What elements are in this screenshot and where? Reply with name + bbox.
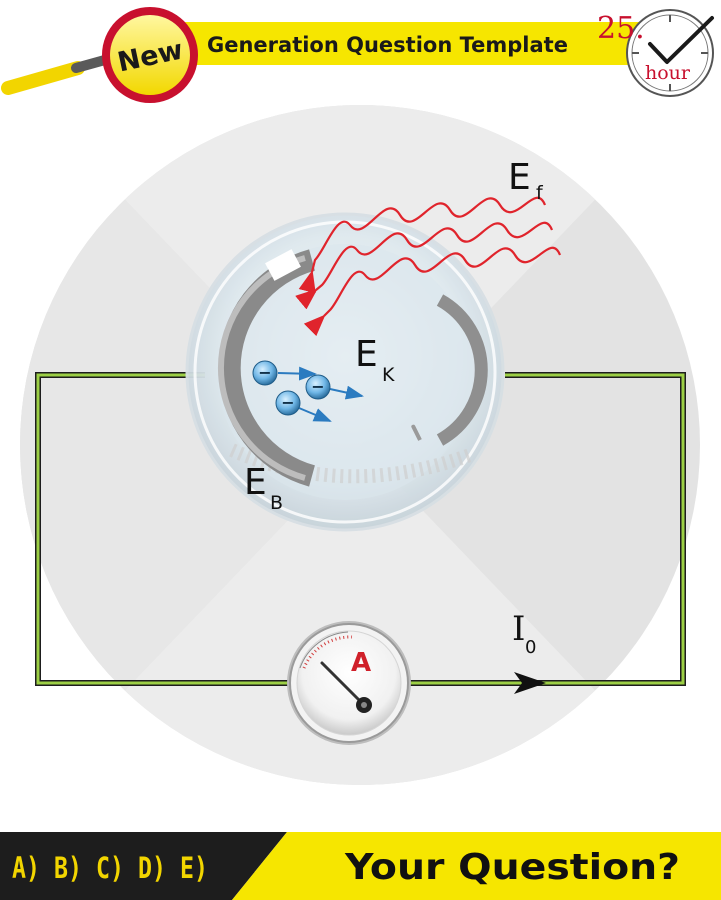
electron: − xyxy=(252,360,317,386)
svg-text:I: I xyxy=(512,609,525,649)
footer: A) B) C) D) E) Your Question? xyxy=(0,832,721,900)
svg-text:E: E xyxy=(355,334,378,375)
photon-wave xyxy=(295,221,554,310)
checkmark-icon xyxy=(648,16,714,64)
incoming-photons xyxy=(295,196,562,337)
ammeter: A xyxy=(287,621,411,745)
photon-wave xyxy=(298,196,547,294)
svg-text:E: E xyxy=(244,462,267,503)
electron: − xyxy=(275,390,332,422)
anode-plate xyxy=(436,294,488,446)
label-photon-energy: E f xyxy=(508,157,544,204)
header-yellow-bar xyxy=(120,22,640,65)
svg-text:E: E xyxy=(508,157,531,198)
photon-wave xyxy=(303,246,562,337)
ammeter-needle xyxy=(320,661,366,707)
answer-options: A) B) C) D) E) xyxy=(12,851,208,885)
label-binding-energy: E B xyxy=(244,462,283,514)
svg-text:0: 0 xyxy=(525,637,536,658)
new-badge: New xyxy=(102,7,198,103)
header-title: Generation Question Template xyxy=(207,33,568,57)
header: New Generation Question Template 25. hou… xyxy=(1,7,714,103)
svg-text:−: − xyxy=(311,377,324,396)
photocell-tube xyxy=(185,212,505,532)
emitted-electrons: − − − xyxy=(252,360,364,422)
svg-text:−: − xyxy=(258,363,271,382)
magnifier-icon xyxy=(1,53,117,95)
clock-icon: 25. hour xyxy=(597,9,714,97)
clock-unit: hour xyxy=(645,62,691,84)
electron: − xyxy=(305,374,364,400)
label-current: I 0 xyxy=(512,609,536,658)
circuit-wire xyxy=(35,372,686,686)
svg-text:f: f xyxy=(536,182,544,204)
question-prompt: Your Question? xyxy=(344,847,680,888)
current-arrow-icon xyxy=(514,672,546,694)
ammeter-label: A xyxy=(351,648,371,678)
svg-text:K: K xyxy=(382,364,395,386)
svg-text:B: B xyxy=(270,492,283,514)
svg-text:−: − xyxy=(281,393,294,412)
clock-number: 25. xyxy=(597,11,645,46)
label-kinetic-energy: E K xyxy=(355,334,395,386)
